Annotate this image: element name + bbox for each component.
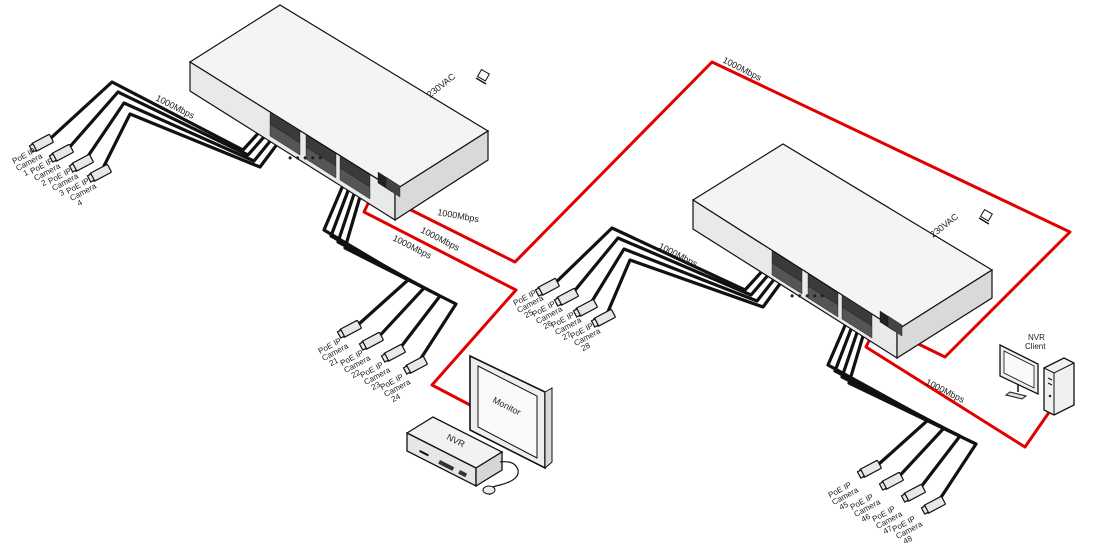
switch-ports: [269, 111, 401, 200]
nvr-client-pc: NVR Client: [999, 333, 1075, 416]
camera-group-4: PoE IP Camera 45 PoE IP Camera 46 PoE IP…: [827, 459, 946, 546]
power-label: 230VAC: [425, 71, 457, 99]
port-ellipsis: • • • • •: [790, 289, 824, 303]
ip-camera: [380, 343, 406, 363]
ip-camera: [86, 163, 112, 183]
svg-text:4: 4: [76, 198, 85, 208]
ip-camera: [856, 459, 882, 479]
speed-label: 1000Mbps: [924, 377, 966, 405]
poe-switch-left: 230VAC • • • • •: [188, 4, 491, 222]
svg-text:1: 1: [22, 168, 31, 178]
black-cables: [38, 80, 978, 509]
ip-camera: [590, 308, 616, 328]
nvr-device: NVR: [405, 416, 519, 496]
client-label: Client: [1025, 342, 1046, 351]
camera-group-2: PoE IP Camera 21 PoE IP Camera 22 PoE IP…: [317, 319, 428, 404]
ip-camera: [336, 319, 362, 339]
ip-camera: [878, 471, 904, 491]
speed-label: 1000Mbps: [437, 207, 481, 224]
ip-camera: [28, 133, 54, 153]
poe-switch-right: 230VAC • • • • •: [691, 143, 994, 360]
ip-camera: [553, 287, 579, 307]
port-ellipsis: • • • • •: [288, 151, 322, 165]
client-label: NVR: [1028, 333, 1045, 342]
ip-camera: [920, 495, 946, 515]
ip-camera: [358, 331, 384, 351]
ip-camera: [402, 355, 428, 375]
monitor: Monitor: [469, 354, 553, 470]
svg-text:3: 3: [58, 188, 67, 198]
ip-camera: [68, 153, 94, 173]
ip-camera: [900, 483, 926, 503]
power-label: 230VAC: [928, 211, 960, 239]
ip-camera: [534, 277, 560, 297]
svg-text:2: 2: [40, 178, 49, 188]
ip-camera: [48, 143, 74, 163]
switch-ports: [771, 250, 903, 339]
ip-camera: [572, 298, 598, 318]
